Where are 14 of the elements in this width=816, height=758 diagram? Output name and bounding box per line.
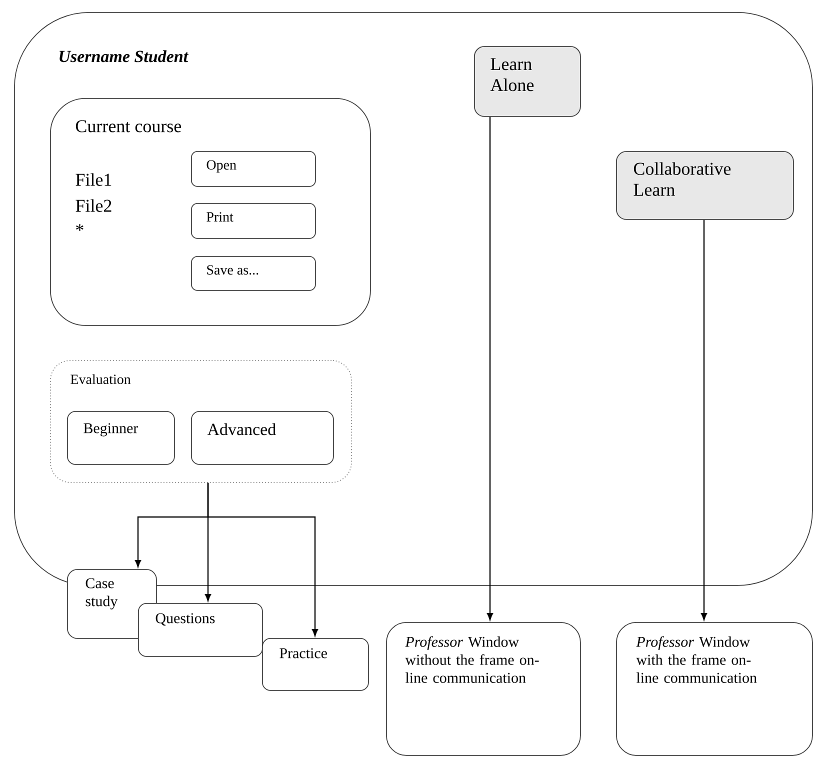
arrow xyxy=(700,220,708,620)
window-box: Professor Window without the frame on-line communication xyxy=(386,622,581,756)
arrow xyxy=(486,116,494,620)
mode-box: Learn Alone xyxy=(474,46,581,117)
level-button: Advanced xyxy=(191,411,334,465)
activity-box: Practice xyxy=(262,638,369,691)
menu-button: Open xyxy=(191,151,316,187)
mode-box: Collaborative Learn xyxy=(616,151,794,220)
level-button: Beginner xyxy=(67,411,175,465)
menu-button: Print xyxy=(191,203,316,239)
window-box: Professor Window with the frame on-line communication xyxy=(616,622,813,756)
menu-button: Save as... xyxy=(191,256,316,291)
arrow xyxy=(207,482,318,636)
activity-box: Questions xyxy=(138,603,263,657)
